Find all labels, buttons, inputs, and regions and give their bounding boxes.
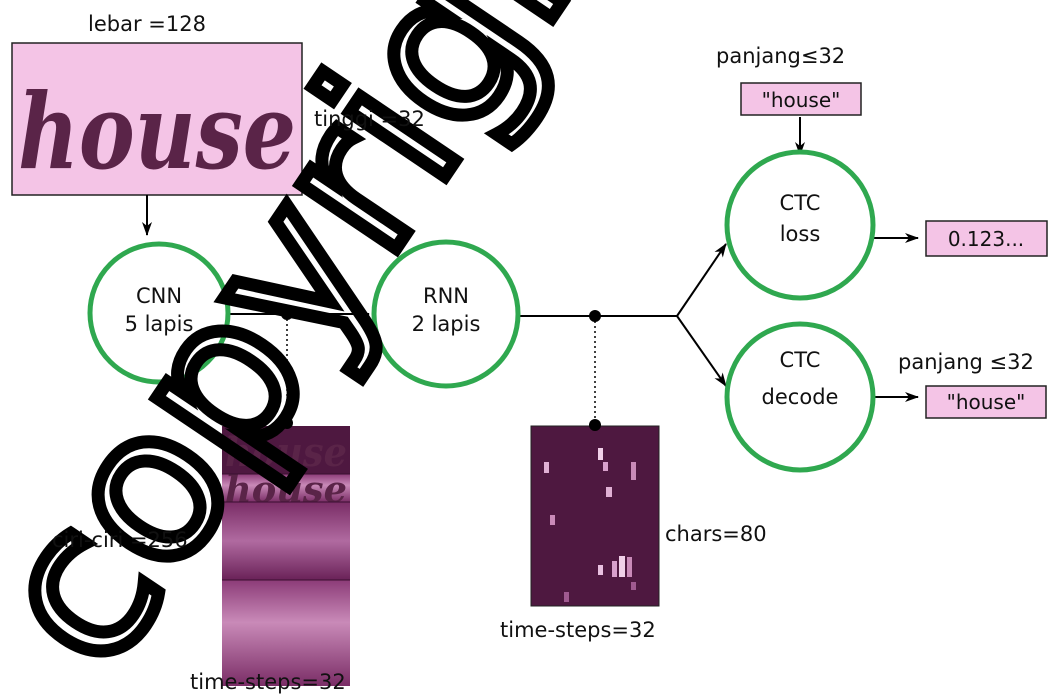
input-handwriting: house: [18, 70, 296, 193]
ctc-decode-node-title: CTC: [780, 348, 821, 372]
ground-truth-length-label: panjang≤32: [716, 44, 846, 68]
ctc-decode-node: CTC decode: [724, 321, 876, 473]
ctc-loss-node-subtitle: loss: [780, 222, 821, 246]
junction-dot-icon: [589, 310, 601, 322]
loss-output-box: 0.123...: [925, 220, 1048, 257]
cnn-features-label: ciri-ciri =256: [52, 528, 188, 552]
rnn-node-title: RNN: [423, 284, 469, 308]
ground-truth-text: "house": [762, 88, 841, 112]
cnn-node: CNN 5 lapis: [87, 241, 231, 385]
rnn-time-steps-label: time-steps=32: [500, 618, 656, 642]
junction-dot-icon: [281, 417, 293, 429]
decode-output-length-label: panjang ≤32: [898, 350, 1034, 374]
ctc-loss-node-title: CTC: [780, 191, 821, 215]
junction-dot-icon: [281, 308, 293, 320]
cnn-node-subtitle: 5 lapis: [125, 312, 194, 336]
rnn-node-subtitle: 2 lapis: [412, 312, 481, 336]
input-width-label: lebar =128: [88, 12, 206, 36]
ground-truth-box: "house": [740, 82, 862, 116]
loss-output-value: 0.123...: [948, 227, 1024, 251]
feature-ghost-word: house: [225, 429, 347, 476]
rnn-chars-label: chars=80: [665, 522, 767, 546]
arrow-to-ctc-loss: [676, 243, 727, 317]
rnn-output-matrix: [530, 425, 660, 607]
rnn-node: RNN 2 lapis: [371, 239, 521, 389]
arrow-to-ctc-decode: [676, 315, 727, 387]
ctc-decode-node-subtitle: decode: [762, 385, 839, 409]
junction-dot-icon: [589, 419, 601, 431]
decode-output-box: "house": [925, 385, 1047, 419]
decode-output-text: "house": [947, 390, 1026, 414]
cnn-node-title: CNN: [136, 284, 182, 308]
cnn-feature-map: house house: [222, 426, 350, 686]
cnn-time-steps-label: time-steps=32: [190, 670, 346, 694]
input-image: [11, 42, 303, 196]
ctc-loss-node: CTC loss: [724, 149, 876, 301]
input-height-label: tinggi =32: [314, 107, 425, 131]
